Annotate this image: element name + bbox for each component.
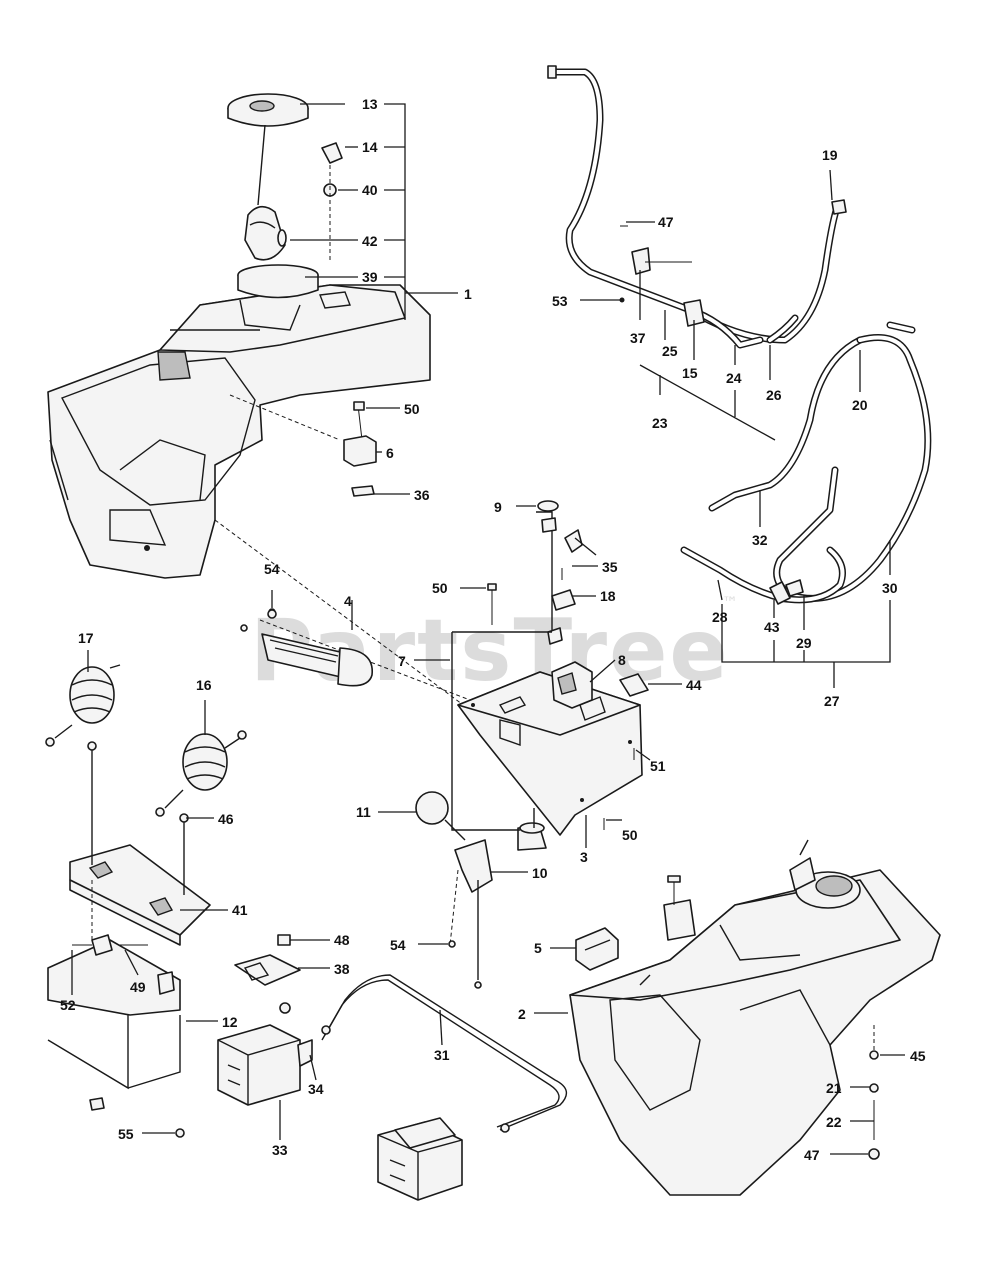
vent-valve[interactable]	[237, 142, 343, 299]
callout-34: 34	[308, 1081, 324, 1097]
fuel-tank-lower[interactable]	[569, 839, 941, 1196]
callout-36: 36	[414, 487, 430, 503]
callout-41: 41	[232, 902, 248, 918]
callout-29: 29	[796, 635, 812, 651]
callout-37: 37	[630, 330, 646, 346]
key[interactable]	[561, 529, 597, 580]
callout-16: 16	[196, 677, 212, 693]
nut-54	[448, 940, 456, 948]
callout-2: 2	[518, 1006, 526, 1022]
fuel-sender[interactable]	[240, 608, 373, 687]
base-plate[interactable]	[69, 741, 211, 946]
spring-16[interactable]	[155, 730, 247, 817]
callout-54-lower: 54	[390, 937, 406, 953]
callout-35: 35	[602, 559, 618, 575]
nut-55	[175, 1128, 185, 1138]
callout-30: 30	[882, 580, 898, 596]
callout-42: 42	[362, 233, 378, 249]
callout-55: 55	[118, 1126, 134, 1142]
callout-45: 45	[910, 1048, 926, 1064]
fuel-tank-upper[interactable]	[47, 284, 431, 579]
callout-7: 7	[398, 653, 406, 669]
wire-31[interactable]	[321, 974, 568, 1133]
callout-14: 14	[362, 139, 378, 155]
connector-5[interactable]	[575, 927, 619, 971]
callout-47-upper: 47	[658, 214, 674, 230]
callout-25: 25	[662, 343, 678, 359]
callout-17: 17	[78, 630, 94, 646]
callout-50-middle: 50	[432, 580, 448, 596]
fuel-cap-top[interactable]	[227, 93, 309, 127]
callout-39: 39	[362, 269, 378, 285]
callout-38: 38	[334, 961, 350, 977]
fastener-stack[interactable]	[868, 1025, 880, 1160]
callout-23: 23	[652, 415, 668, 431]
callout-24: 24	[726, 370, 742, 386]
callout-28: 28	[712, 609, 728, 625]
fuel-hose-upper[interactable]	[547, 65, 847, 349]
callout-51: 51	[650, 758, 666, 774]
bracket-upper[interactable]	[663, 875, 696, 941]
callout-20: 20	[852, 397, 868, 413]
callout-49: 49	[130, 979, 146, 995]
callout-27: 27	[824, 693, 840, 709]
callout-21: 21	[826, 1080, 842, 1096]
cap-tether[interactable]	[244, 124, 286, 261]
spring-17[interactable]	[45, 664, 121, 747]
callout-15: 15	[682, 365, 698, 381]
solenoid-33[interactable]	[217, 1024, 313, 1106]
callout-6: 6	[386, 445, 394, 461]
callout-12: 12	[222, 1014, 238, 1030]
callout-22: 22	[826, 1114, 842, 1130]
callout-10: 10	[532, 865, 548, 881]
callout-9: 9	[494, 499, 502, 515]
throttle-knob[interactable]	[415, 791, 547, 851]
callout-54-upper: 54	[264, 561, 280, 577]
watermark: PartsTree ™	[250, 593, 738, 701]
bracket-38[interactable]	[234, 934, 301, 1014]
hour-meter[interactable]	[547, 589, 649, 697]
callout-5: 5	[534, 940, 542, 956]
callout-31: 31	[434, 1047, 450, 1063]
callout-40: 40	[362, 182, 378, 198]
control-panel[interactable]	[457, 671, 643, 836]
callout-11: 11	[356, 804, 371, 820]
ignition-switch[interactable]	[536, 500, 593, 709]
callout-52: 52	[60, 997, 76, 1013]
callout-1: 1	[464, 286, 472, 302]
callout-13: 13	[362, 96, 378, 112]
solenoid-bottom[interactable]	[377, 1117, 463, 1201]
callout-50-upper: 50	[404, 401, 420, 417]
callout-50-lower: 50	[622, 827, 638, 843]
watermark-trademark: ™	[722, 593, 738, 612]
callout-43: 43	[764, 619, 780, 635]
leader-lines	[71, 103, 905, 1155]
callout-19: 19	[822, 147, 838, 163]
callout-53: 53	[552, 293, 568, 309]
callout-3: 3	[580, 849, 588, 865]
assembly-bracket-lines	[451, 631, 552, 831]
fuel-hose-return[interactable]	[680, 321, 932, 605]
callout-32: 32	[752, 532, 768, 548]
callout-46: 46	[218, 811, 234, 827]
tank-bracket[interactable]	[343, 401, 377, 497]
callout-26: 26	[766, 387, 782, 403]
callout-8: 8	[618, 652, 626, 668]
callout-4: 4	[344, 593, 352, 609]
callout-48: 48	[334, 932, 350, 948]
nut-54-top	[267, 609, 277, 619]
callout-33: 33	[272, 1142, 288, 1158]
callout-labels: 13 14 40 42 39 1 50 6 36 47 19 53 37 25 …	[60, 96, 926, 1163]
throttle-control[interactable]	[444, 819, 493, 989]
screw-head	[487, 583, 497, 591]
callout-44: 44	[686, 677, 702, 693]
callout-47-lower: 47	[804, 1147, 820, 1163]
battery-tray[interactable]	[47, 880, 181, 1111]
callout-18: 18	[600, 588, 616, 604]
